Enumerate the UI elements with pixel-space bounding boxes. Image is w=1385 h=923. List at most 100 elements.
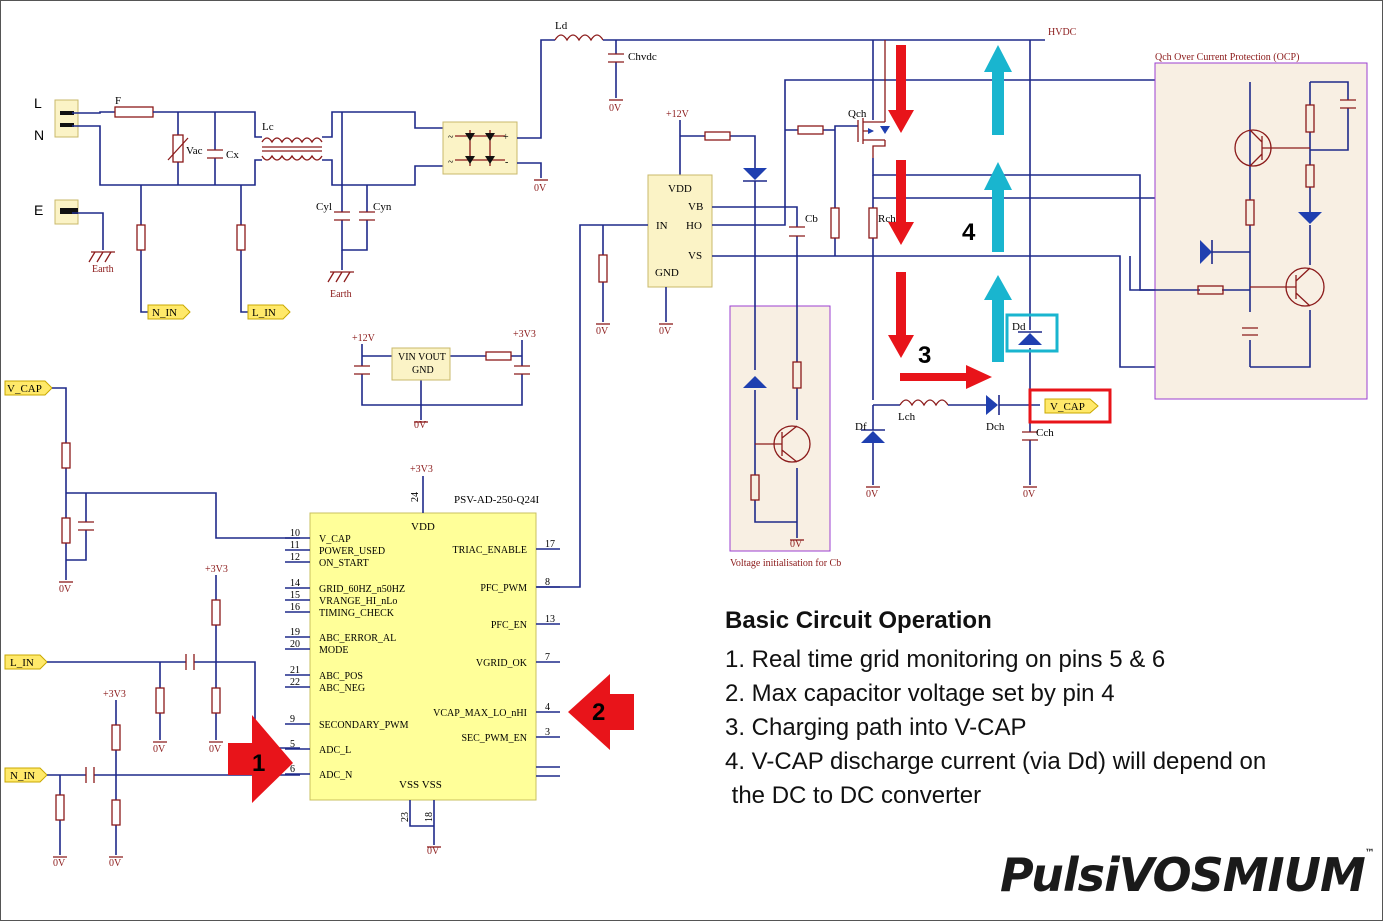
v-cap-port-out bbox=[1044, 398, 1099, 414]
mcu-pin-24: 24 bbox=[410, 492, 421, 502]
earth-label-terminal: Earth bbox=[92, 264, 114, 275]
l-in-port bbox=[247, 304, 291, 320]
gnd-lin-2: 0V bbox=[209, 744, 222, 755]
resistor-reg bbox=[485, 351, 512, 361]
cch-label: Cch bbox=[1036, 427, 1054, 439]
callout-arrow-1 bbox=[228, 715, 293, 803]
svg-text:+: + bbox=[503, 132, 509, 143]
mcu-pin-name-7: VGRID_OK bbox=[476, 658, 528, 669]
mcu-pin-number-4: 4 bbox=[545, 702, 550, 713]
mcu-pin-name-5: ADC_L bbox=[319, 745, 351, 756]
gnd-vinit: 0V bbox=[790, 539, 803, 550]
red-arrow-down-3 bbox=[888, 272, 914, 358]
operation-item-1: 1. Real time grid monitoring on pins 5 &… bbox=[725, 646, 1166, 673]
varistor-vac bbox=[172, 134, 184, 163]
mcu-pin-name-13: PFC_EN bbox=[491, 620, 527, 631]
gnd-cch: 0V bbox=[1023, 489, 1036, 500]
svg-text:-: - bbox=[505, 157, 508, 168]
choke-lc-top bbox=[261, 137, 323, 144]
lc-label: Lc bbox=[262, 121, 274, 133]
mcu-pin-18: 18 bbox=[424, 812, 435, 822]
p12v-reg: +12V bbox=[352, 333, 376, 344]
capacitor-cyn bbox=[359, 211, 375, 221]
mcu-pin-name-9: SECONDARY_PWM bbox=[319, 720, 409, 731]
gnd-chvdc: 0V bbox=[609, 103, 622, 114]
mcu-pin-number-11: 11 bbox=[290, 540, 300, 551]
capacitor-cyl bbox=[334, 211, 350, 221]
n-in-port-mcu bbox=[4, 767, 48, 783]
hvdc-label: HVDC bbox=[1048, 27, 1077, 38]
p3v3-lin: +3V3 bbox=[205, 564, 228, 575]
resistor-vinit bbox=[792, 361, 802, 389]
resistor-gate-pd bbox=[830, 207, 840, 239]
red-arrow-down-1 bbox=[888, 45, 914, 133]
mcu-pin-number-14: 14 bbox=[290, 578, 300, 589]
svg-text:~: ~ bbox=[448, 157, 454, 168]
pulsiv-logo: PulsiVOSMIUM™ bbox=[1000, 848, 1375, 902]
mcu-right-pins: 17TRIAC_ENABLE8PFC_PWM13PFC_EN7VGRID_OK4… bbox=[433, 539, 560, 744]
v-cap-highlight bbox=[1028, 388, 1112, 424]
operation-item-4: 4. V-CAP discharge current (via Dd) will… bbox=[725, 748, 1267, 775]
gnd-driver: 0V bbox=[659, 326, 672, 337]
mcu-pin-name-8: PFC_PWM bbox=[480, 583, 527, 594]
logo-tm: ™ bbox=[1364, 848, 1375, 859]
mcu-pin-number-3: 3 bbox=[545, 727, 550, 738]
l-in-port-label: L_IN bbox=[252, 307, 276, 319]
gnd-bridge: 0V bbox=[534, 183, 547, 194]
mcu-pin-name-22: ABC_NEG bbox=[319, 683, 365, 694]
mcu-pin-23: 23 bbox=[400, 812, 411, 822]
mcu-pin-number-22: 22 bbox=[290, 677, 300, 688]
mcu-pin-name-15: VRANGE_HI_nLo bbox=[319, 596, 397, 607]
callout-arrow-2 bbox=[568, 674, 634, 750]
resistor-rch bbox=[868, 207, 878, 239]
l-in-port-mcu bbox=[4, 654, 48, 670]
mcu-pin-name-17: TRIAC_ENABLE bbox=[453, 545, 527, 556]
capacitor-ocp-2 bbox=[1242, 327, 1258, 336]
mcu-ic bbox=[309, 512, 537, 801]
fuse-label: F bbox=[115, 95, 121, 107]
mcu-pin-number-15: 15 bbox=[290, 590, 300, 601]
mcu-vdd: VDD bbox=[411, 521, 435, 533]
p3v3-reg: +3V3 bbox=[513, 329, 536, 340]
resistor-ocp-2 bbox=[1305, 164, 1315, 188]
capacitor-cx bbox=[207, 149, 223, 159]
mcu-pin-number-12: 12 bbox=[290, 552, 300, 563]
diode-df bbox=[861, 431, 885, 443]
regulator-line1: VIN VOUT bbox=[398, 352, 446, 363]
mcu-pin-number-13: 13 bbox=[545, 614, 555, 625]
l-in-port-mcu-label: L_IN bbox=[10, 657, 34, 669]
operation-list: 1. Real time grid monitoring on pins 5 &… bbox=[725, 643, 1266, 813]
resistor-vcap-div-1 bbox=[61, 442, 71, 469]
mcu-pin-number-19: 19 bbox=[290, 627, 300, 638]
mcu-left-pins: 10V_CAP11POWER_USED12ON_START14GRID_60HZ… bbox=[285, 528, 409, 781]
diode-dd bbox=[1018, 333, 1042, 345]
mcu-pin-name-6: ADC_N bbox=[319, 770, 352, 781]
chvdc-label: Chvdc bbox=[628, 51, 657, 63]
p12v-driver: +12V bbox=[666, 109, 690, 120]
driver-vdd: VDD bbox=[668, 183, 692, 195]
capacitor-cb bbox=[789, 226, 805, 237]
dd-label: Dd bbox=[1012, 321, 1026, 333]
ln-terminal-block bbox=[54, 99, 79, 138]
mcu-pin-number-16: 16 bbox=[290, 602, 300, 613]
diode-bootstrap bbox=[743, 168, 767, 180]
mcu-pin-name-19: ABC_ERROR_AL bbox=[319, 633, 396, 644]
v-cap-port-in-label: V_CAP bbox=[7, 383, 42, 395]
cyn-label: Cyn bbox=[373, 201, 392, 213]
driver-in: IN bbox=[656, 220, 668, 232]
mcu-pin-number-20: 20 bbox=[290, 639, 300, 650]
inductor-ld bbox=[554, 34, 604, 42]
mcu-pin-name-14: GRID_60HZ_n50HZ bbox=[319, 584, 405, 595]
resistor-in-pd bbox=[598, 254, 608, 283]
callout-2: 2 bbox=[592, 699, 605, 726]
diode-dch bbox=[986, 395, 998, 415]
resistor-ocp-4 bbox=[1197, 285, 1224, 295]
mcu-pin-name-20: MODE bbox=[319, 645, 348, 656]
regulator-line2: GND bbox=[412, 365, 434, 376]
terminal-e-label: E bbox=[34, 202, 43, 218]
mcu-pin-name-3: SEC_PWM_EN bbox=[461, 733, 527, 744]
capacitor-ocp bbox=[1340, 99, 1356, 109]
resistor-vcap-div-2 bbox=[61, 517, 71, 544]
operation-title: Basic Circuit Operation bbox=[725, 607, 992, 634]
inductor-lch bbox=[899, 399, 949, 407]
